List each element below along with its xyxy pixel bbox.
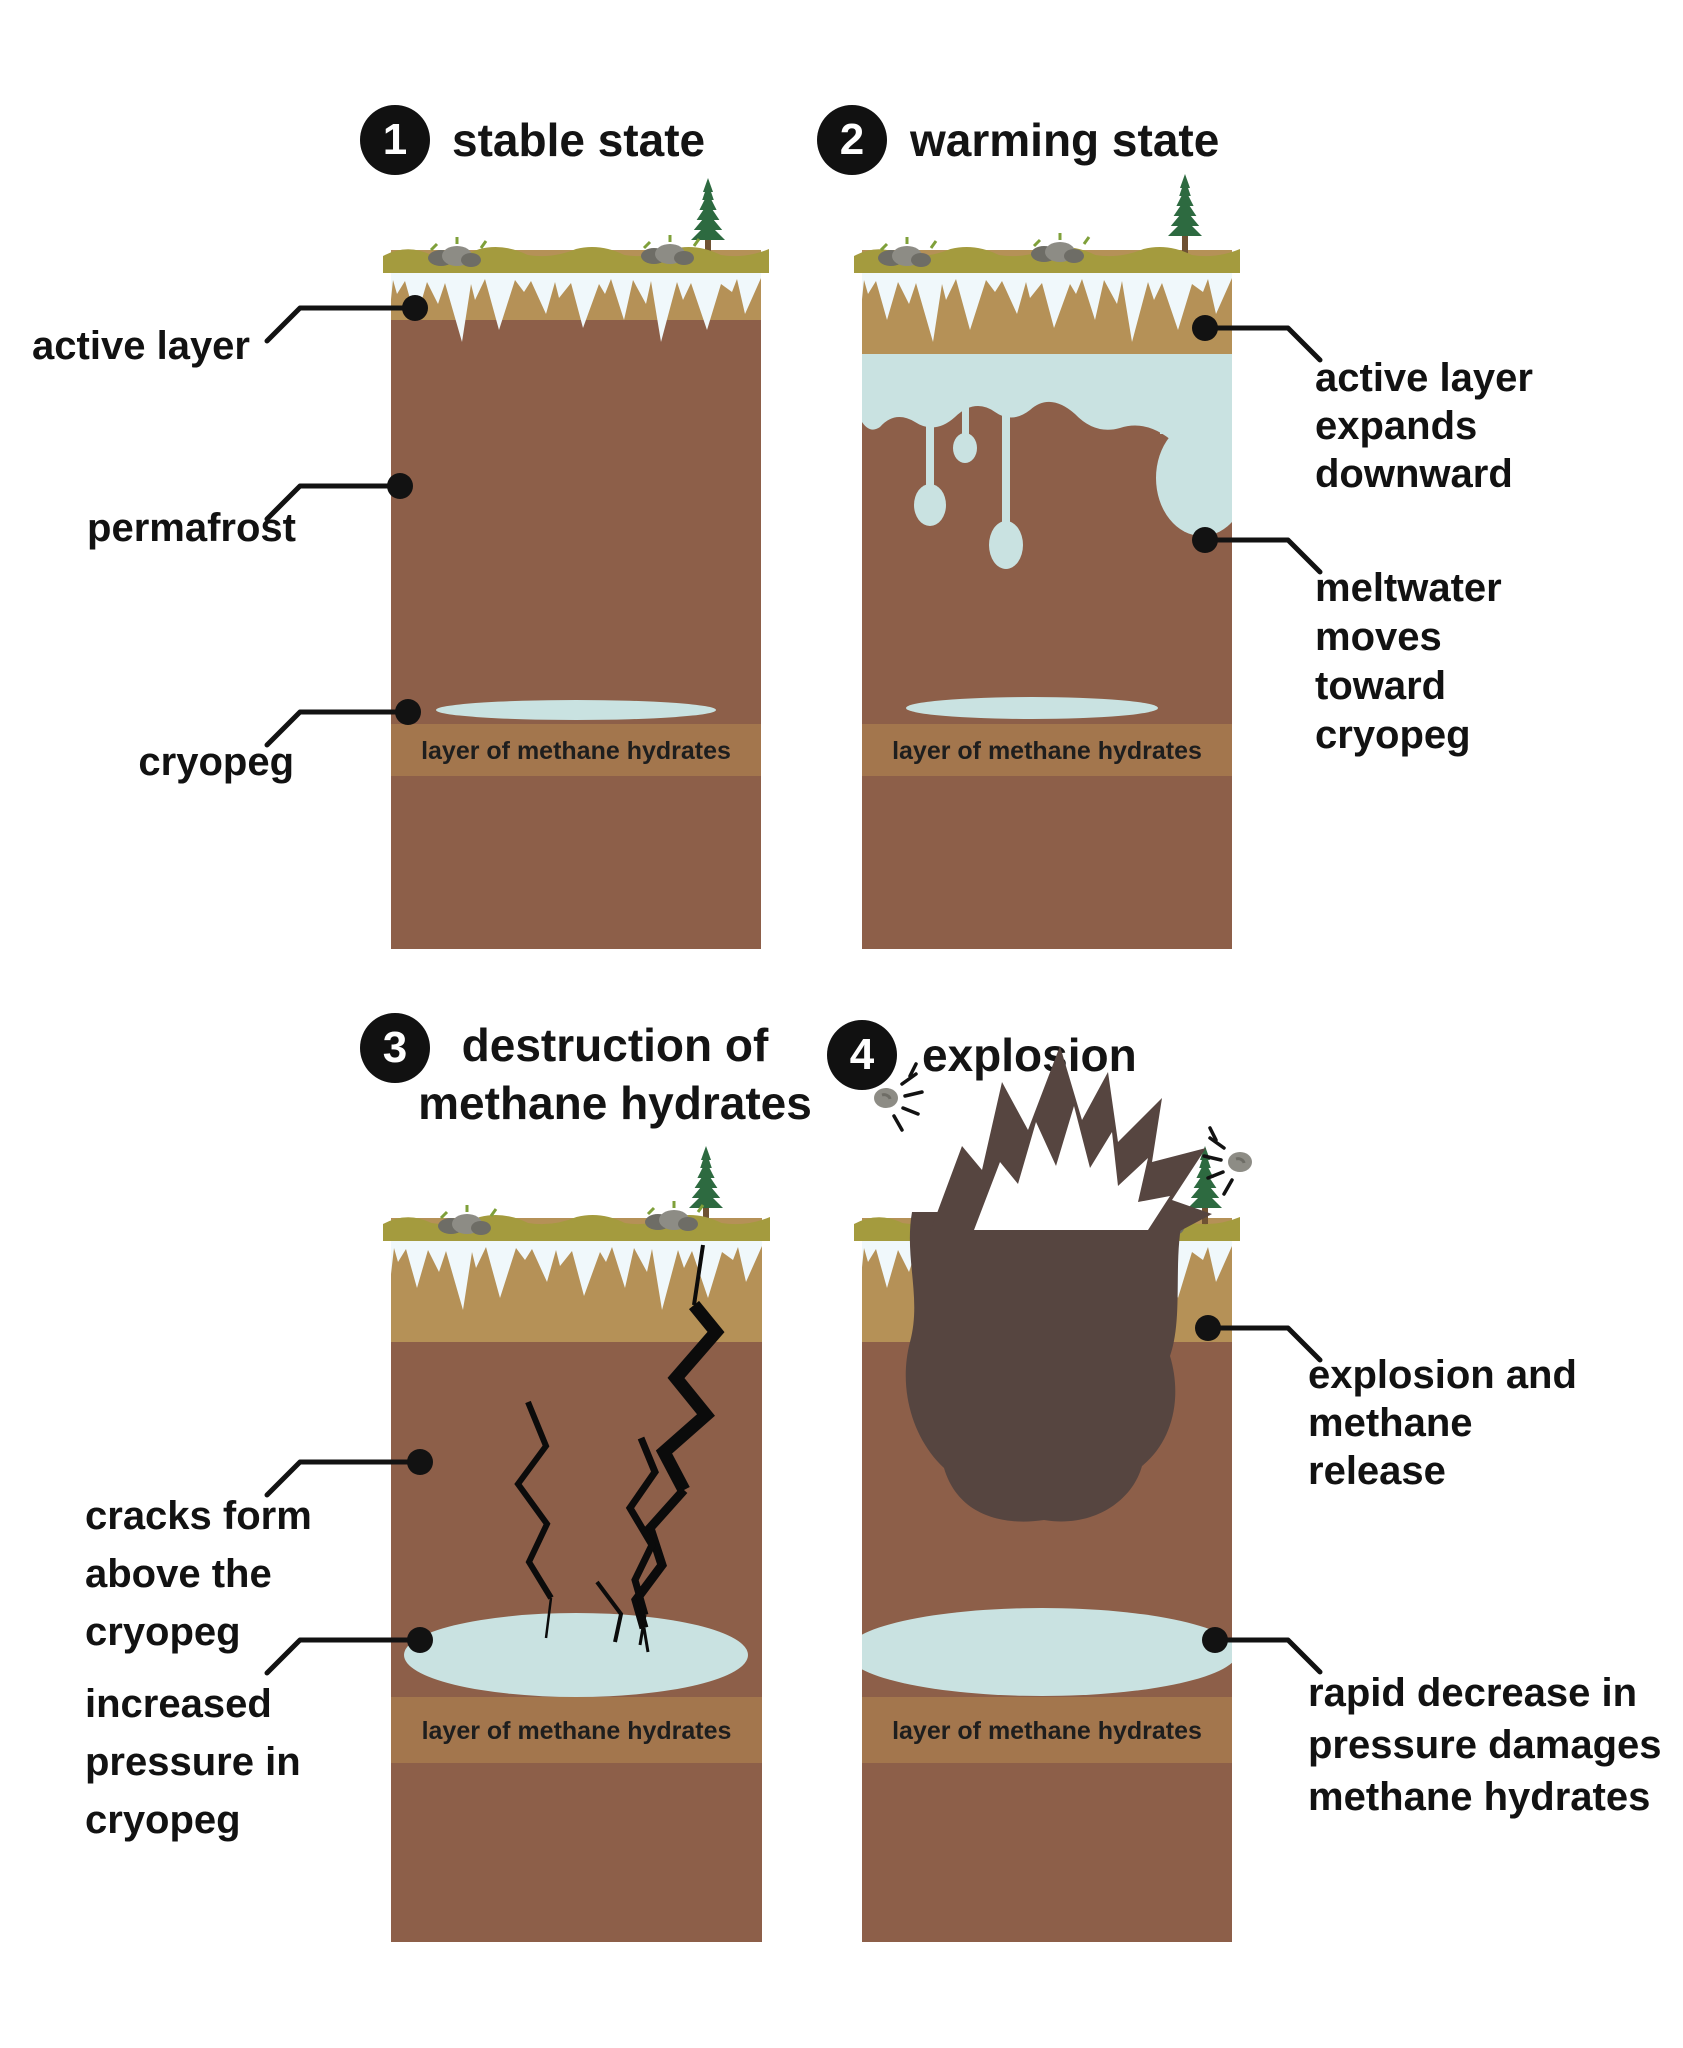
cracks: [514, 1244, 725, 1653]
meltwater: [862, 354, 1232, 569]
p2-illustration: layer of methane hydrates: [854, 174, 1240, 949]
methane-hydrates-band-label: layer of methane hydrates: [892, 1717, 1202, 1745]
label-active-layer: active layer: [32, 324, 250, 368]
step-2-title: warming state: [910, 114, 1220, 166]
label-meltwater-moves: meltwater moves toward cryopeg: [1315, 566, 1502, 757]
panel-3-destruction: layer of methane hydrates: [331, 1040, 822, 1950]
rocks-icon: [645, 1201, 705, 1231]
rocks-icon: [641, 235, 701, 265]
methane-hydrates-band: [862, 1697, 1232, 1763]
label-increased-pressure: increased pressure in cryopeg: [85, 1682, 301, 1842]
methane-hydrates-band-label: layer of methane hydrates: [421, 737, 731, 765]
flying-rock-icon: [1202, 1126, 1252, 1196]
tree-icon: [691, 178, 725, 264]
step-3-title-line2: methane hydrates: [418, 1077, 812, 1129]
panel-2-warming-state: layer of methane hydrates: [802, 150, 1292, 957]
tree-icon: [689, 1146, 723, 1232]
panel-1-stable-state: layer of methane hydrates: [331, 150, 821, 957]
cryopeg-lens: [906, 697, 1158, 719]
label-cracks-form: cracks form above the cryopeg: [85, 1494, 312, 1654]
step-4-title: explosion: [922, 1029, 1137, 1081]
cryopeg-lens: [862, 1608, 1232, 1696]
snow-layer: [391, 1234, 762, 1310]
label-permafrost: permafrost: [87, 506, 296, 550]
label-rapid-decrease: rapid decrease in pressure damages metha…: [1308, 1671, 1662, 1819]
explosion-burst: [930, 1046, 1212, 1232]
step-2-number: 2: [839, 115, 865, 164]
methane-hydrates-band: [391, 1697, 762, 1763]
methane-hydrates-band-label: layer of methane hydrates: [422, 1717, 732, 1745]
explosion-crater: [905, 1212, 1184, 1522]
methane-hydrates-band: [862, 724, 1232, 776]
p3-illustration: layer of methane hydrates: [383, 1146, 770, 1942]
step-4-number: 4: [849, 1030, 875, 1079]
tree-icon: [1168, 174, 1202, 260]
step-2-badge: 2: [817, 105, 887, 175]
step-3-title: destruction of methane hydrates: [415, 1016, 815, 1132]
step-1-badge: 1: [360, 105, 430, 175]
p4-illustration: layer of methane hydrates: [854, 1046, 1252, 1942]
label-active-layer-expands: active layer expands downward: [1315, 356, 1533, 496]
step-3-number: 3: [382, 1023, 408, 1072]
p1-illustration: layer of methane hydrates: [383, 178, 769, 949]
step-1-number: 1: [382, 115, 408, 164]
step-1-title: stable state: [452, 114, 706, 166]
methane-hydrates-band-label: layer of methane hydrates: [892, 737, 1202, 765]
step-4-badge: 4: [827, 1020, 897, 1090]
rocks-icon: [428, 237, 488, 267]
label-explosion-release: explosion and methane release: [1308, 1353, 1577, 1493]
snow-layer: [862, 266, 1232, 342]
cryopeg-lens: [404, 1613, 748, 1697]
methane-hydrates-band: [391, 724, 761, 776]
rocks-icon: [438, 1205, 498, 1235]
step-3-badge: 3: [360, 1013, 430, 1083]
cryopeg-lens: [436, 700, 716, 720]
step-3-title-line1: destruction of: [461, 1019, 769, 1071]
permafrost-soil: [391, 320, 761, 949]
flying-rock-icon: [874, 1062, 924, 1132]
rocks-icon: [1031, 233, 1091, 263]
rocks-icon: [878, 237, 938, 267]
label-cryopeg: cryopeg: [138, 740, 294, 784]
panel-4-explosion: layer of methane hydrates: [802, 1040, 1292, 1950]
snow-layer: [391, 266, 761, 342]
